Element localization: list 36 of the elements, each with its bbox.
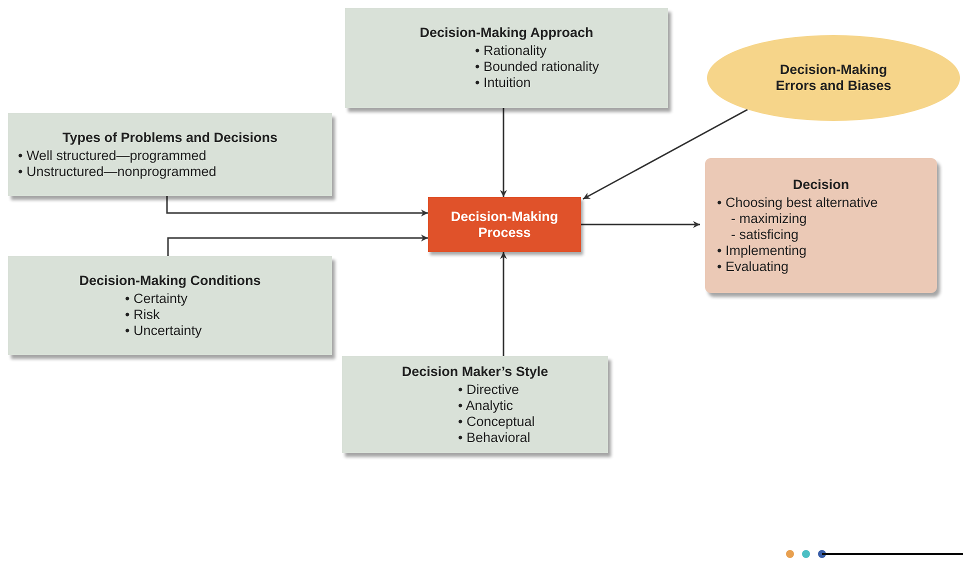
bullet-item: • Conceptual [457, 414, 536, 430]
box-heading: Decision Maker’s Style [400, 364, 550, 380]
bullet-item: • Unstructured—nonprogrammed [17, 164, 218, 180]
bullet-item: • Bounded rationality [474, 59, 600, 75]
bullet-item: • Behavioral [457, 430, 532, 446]
box-heading: Decision-Making Conditions [78, 272, 262, 288]
bullet-item: • Analytic [457, 398, 514, 414]
bullet-item: • Certainty [124, 290, 188, 306]
decision-box [705, 158, 937, 293]
arrow [581, 221, 700, 228]
box-heading: Types of Problems and Decisions [61, 130, 279, 146]
bullet-item: • Risk [124, 306, 161, 322]
arrow [167, 234, 428, 256]
bullet-item: • Evaluating [716, 258, 790, 274]
info-box [345, 8, 668, 108]
box-heading: Decision-Making Approach [418, 25, 594, 41]
bullet-item: • Choosing best alternative [716, 194, 879, 210]
bullet-item: - satisficing [730, 226, 800, 242]
node-label: Decision-Making Errors and Biases [774, 62, 892, 94]
bullet-item: • Implementing [716, 242, 808, 258]
process-box [428, 197, 581, 252]
arrow [582, 108, 748, 200]
info-box [8, 256, 332, 355]
info-box [342, 356, 608, 453]
info-box [8, 113, 332, 196]
arrow [500, 252, 507, 356]
arrow [500, 108, 507, 197]
bullet-item: • Uncertainty [124, 322, 203, 338]
bullet-item: • Well structured—programmed [17, 148, 208, 164]
bullet-item: • Directive [457, 382, 520, 398]
arrow [166, 196, 428, 216]
bullet-item: • Rationality [474, 43, 548, 59]
bullet-item: - maximizing [730, 210, 808, 226]
node-label: Decision-Making Process [450, 208, 560, 240]
box-heading: Decision [792, 176, 850, 192]
bullet-item: • Intuition [474, 75, 532, 91]
